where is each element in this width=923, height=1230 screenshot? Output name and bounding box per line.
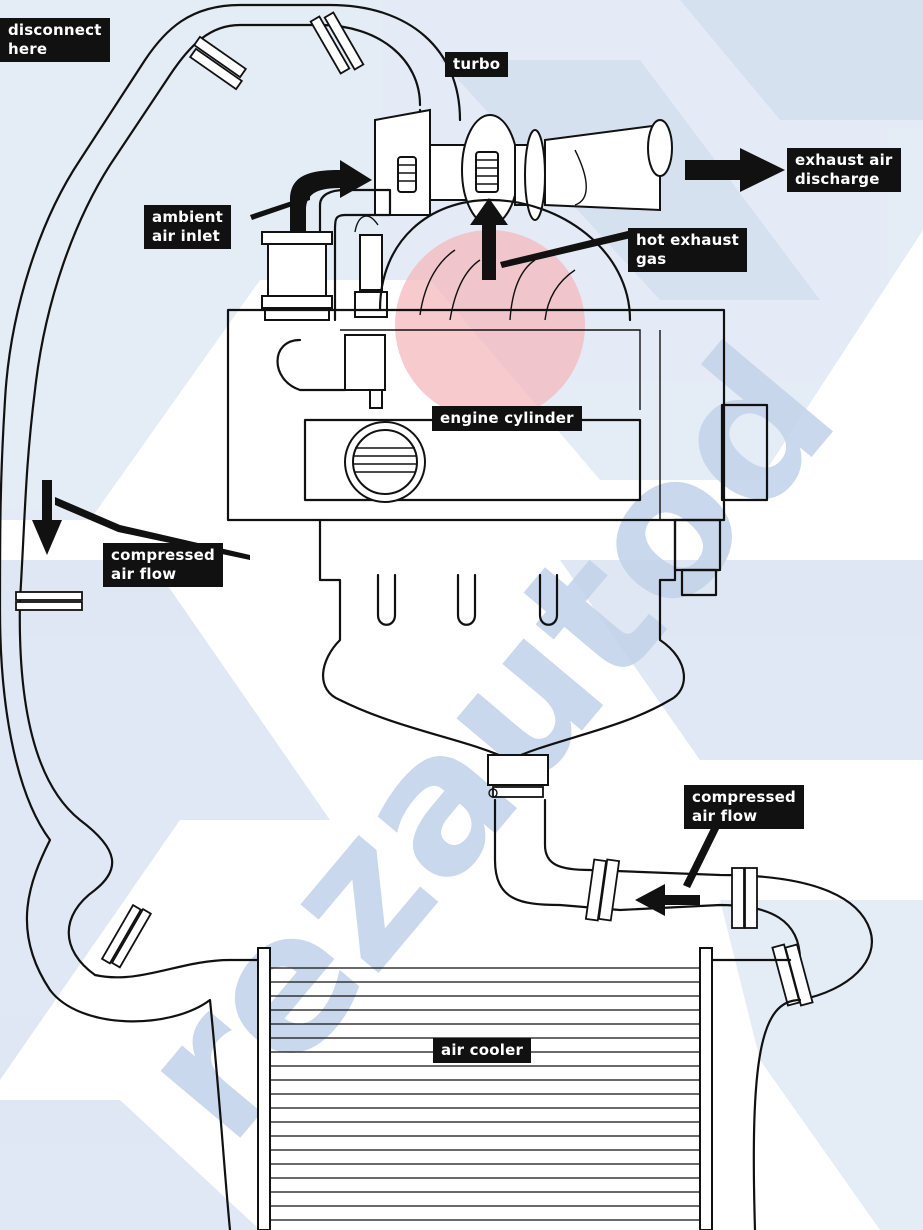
label-disconnect-here: disconnect here <box>0 18 110 62</box>
label-turbo: turbo <box>445 52 508 77</box>
label-compressed-air-flow-left: compressed air flow <box>103 543 223 587</box>
arrow-compressed-right <box>635 820 722 916</box>
label-compressed-air-flow-right: compressed air flow <box>684 785 804 829</box>
label-exhaust-air-discharge: exhaust air discharge <box>787 148 901 192</box>
label-ambient-air-inlet: ambient air inlet <box>144 205 231 249</box>
label-hot-exhaust-gas: hot exhaust gas <box>628 228 747 272</box>
label-engine-cylinder: engine cylinder <box>432 406 582 431</box>
label-air-cooler: air cooler <box>433 1038 531 1063</box>
